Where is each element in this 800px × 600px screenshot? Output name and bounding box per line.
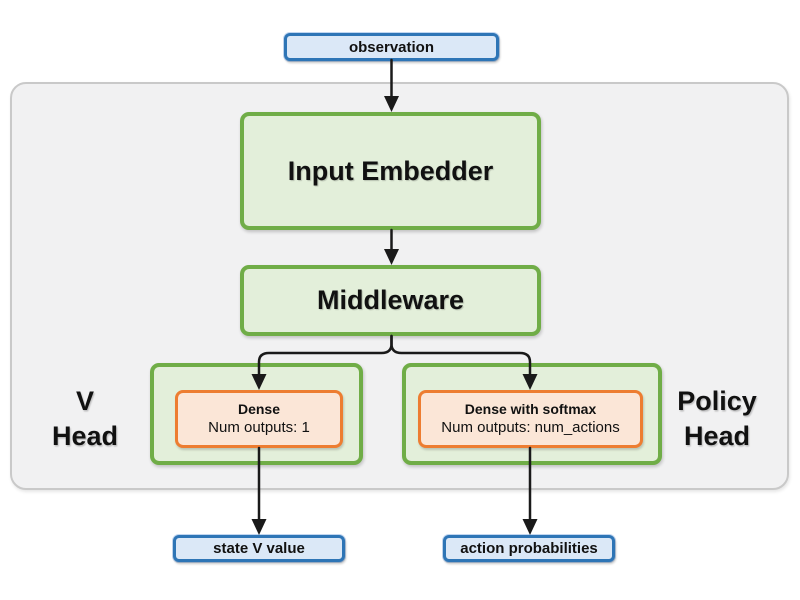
- input-embedder-node: Input Embedder: [240, 112, 541, 230]
- middleware-label: Middleware: [316, 285, 465, 315]
- policy-head-dense-title: Dense with softmax: [464, 401, 597, 418]
- action-probabilities-label: action probabilities: [460, 540, 598, 557]
- v-head-label: V Head: [51, 386, 119, 452]
- policy-head-dense-subtitle: Num outputs: num_actions: [441, 419, 620, 437]
- v-head-dense-subtitle: Num outputs: 1: [208, 419, 310, 437]
- input-embedder-label: Input Embedder: [287, 155, 494, 186]
- arrowhead: [522, 519, 538, 535]
- state-v-value-label: state V value: [213, 540, 305, 557]
- policy-head-label: Policy Head: [677, 386, 757, 452]
- action-probabilities-node: action probabilities: [443, 535, 615, 562]
- observation-node: observation: [284, 33, 499, 61]
- v-head-dense-title: Dense: [237, 401, 281, 418]
- policy-head-dense-node: Dense with softmax Num outputs: num_acti…: [418, 390, 643, 448]
- state-v-value-node: state V value: [173, 535, 345, 562]
- v-head-dense-node: Dense Num outputs: 1: [175, 390, 343, 448]
- middleware-node: Middleware: [240, 265, 541, 336]
- arrowhead: [251, 519, 267, 535]
- observation-label: observation: [348, 38, 435, 56]
